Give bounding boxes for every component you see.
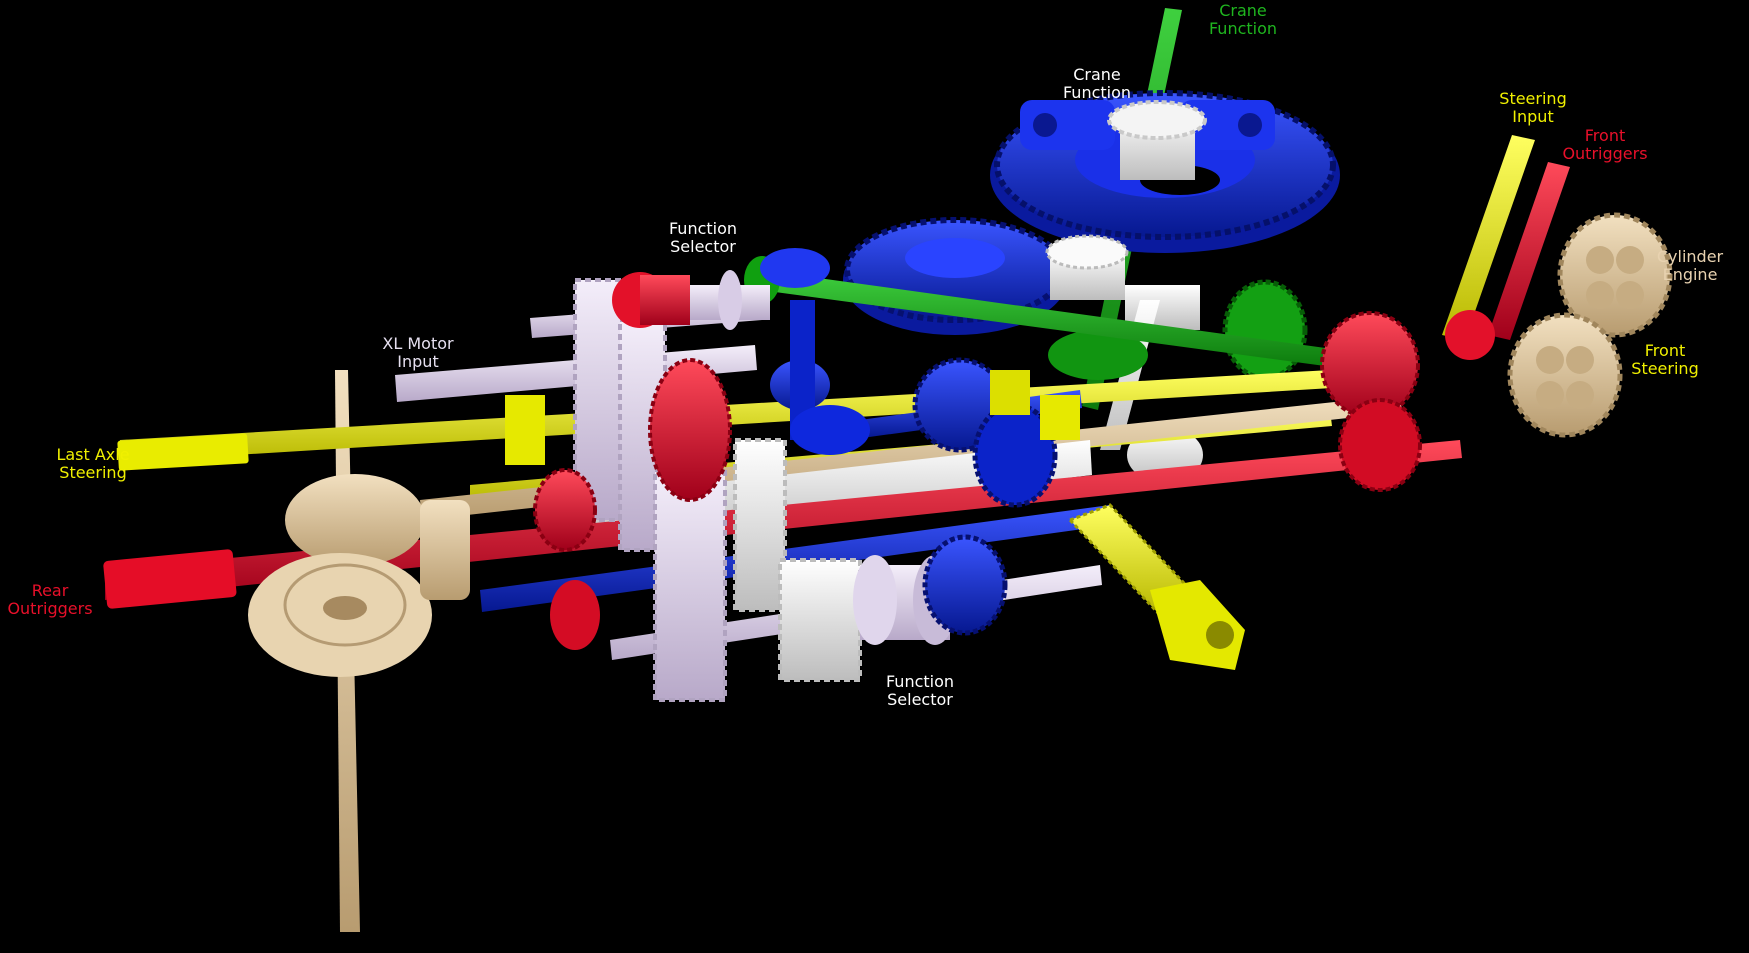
label-crane-function-top: Crane Function [1188,2,1298,38]
label-xl-motor-input: XL Motor Input [363,335,473,371]
label-line: Outriggers [7,599,93,618]
label-crane-function: Crane Function [1042,66,1152,102]
label-cylinder-engine: Cylinder Engine [1635,248,1745,284]
label-line: XL Motor [382,334,454,353]
white-intermediate-gears [1045,234,1203,483]
label-line: Cylinder [1656,247,1724,266]
label-rear-outriggers: Rear Outriggers [0,582,105,618]
label-line: Input [397,352,439,371]
label-line: Steering [1631,359,1699,378]
label-line: Engine [1662,265,1718,284]
label-line: Crane [1219,1,1267,20]
turntable-liftarms [1020,100,1275,150]
label-line: Function [885,672,955,691]
label-function-selector-bottom: Function Selector [865,673,975,709]
front-outriggers-vertical-shaft [1488,162,1570,340]
steering-input-shaft [1442,135,1535,340]
front-steering-gear [1507,312,1623,438]
yellow-steering-rack [1067,503,1245,670]
label-function-selector-top: Function Selector [648,220,758,256]
label-line: Input [1512,107,1554,126]
label-line: Last Axle [56,445,130,464]
label-line: Rear [31,581,69,600]
label-line: Steering [59,463,127,482]
label-line: Function [668,219,738,238]
white-gear-stack-center [733,438,862,682]
label-line: Selector [670,237,736,256]
cylinder-engine-gear [1557,212,1673,338]
label-front-outriggers: Front Outriggers [1550,127,1660,163]
red-gears [533,310,1495,650]
function-selector-upper [612,270,770,330]
label-line: Function [1208,19,1278,38]
yellow-small-gears [505,370,1080,465]
blue-gears-center [760,248,1058,636]
label-steering-input: Steering Input [1478,90,1588,126]
label-line: Function [1062,83,1132,102]
label-line: Front [1644,341,1686,360]
label-line: Front [1584,126,1626,145]
crane-white-gear [1107,100,1207,180]
label-line: Crane [1073,65,1121,84]
label-line: Steering [1499,89,1567,108]
label-front-steering: Front Steering [1610,342,1720,378]
label-line: Outriggers [1562,144,1648,163]
label-line: Selector [887,690,953,709]
label-last-axle-steering: Last Axle Steering [38,446,148,482]
rear-differential [248,474,470,677]
